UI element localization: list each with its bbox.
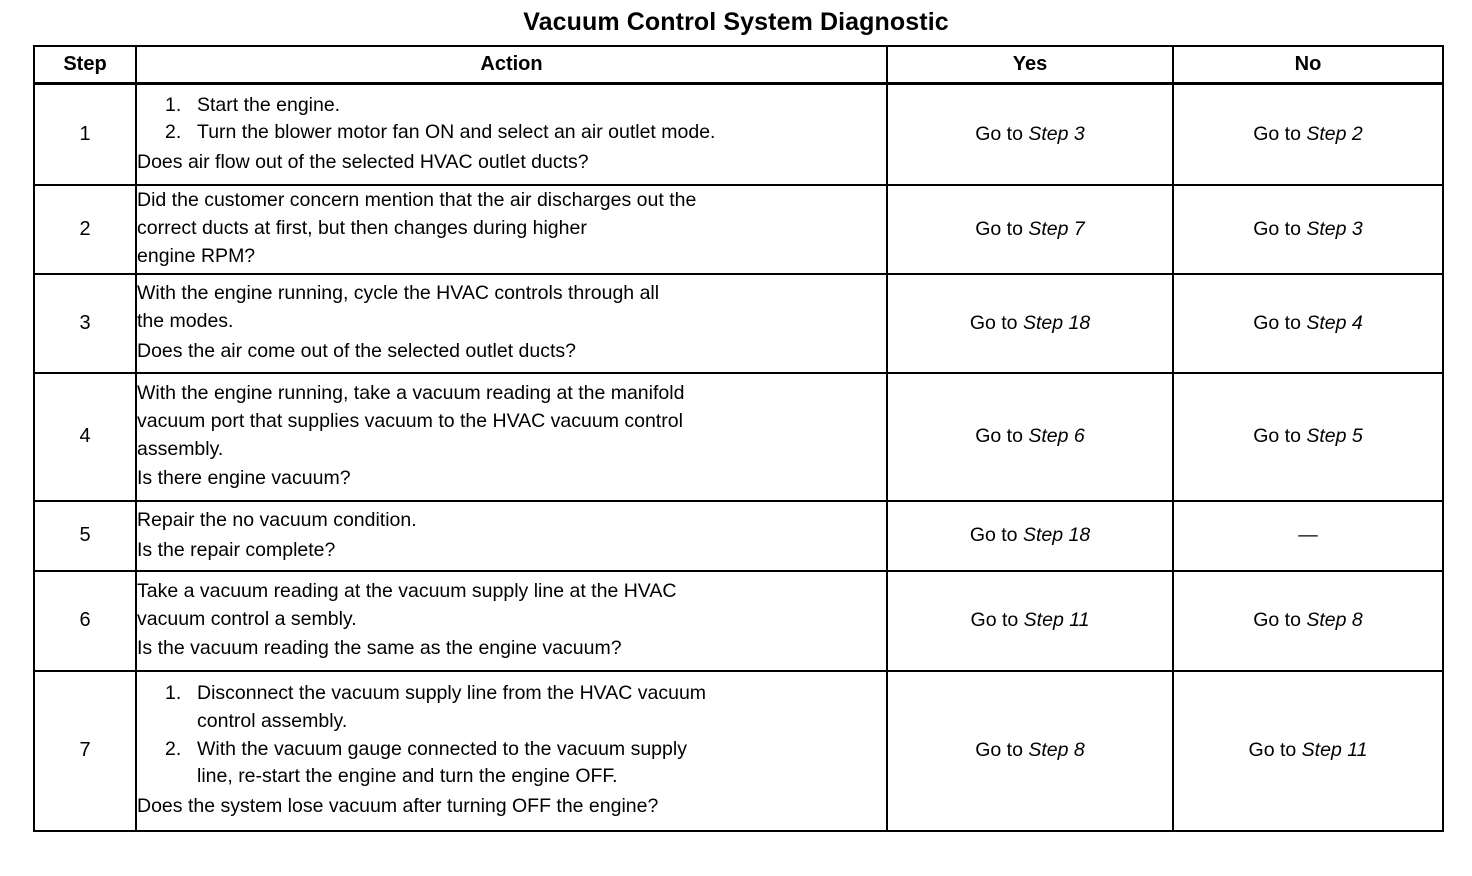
action-cell: 1. Disconnect the vacuum supply line from… [135,669,888,832]
goto-prefix: Go to [975,217,1029,240]
action-cell: Take a vacuum reading at the vacuum supp… [135,569,888,672]
goto-target: Step 7 [1028,217,1085,240]
answer-no: Go to Step 4 [1172,272,1444,374]
goto-target: Step 4 [1306,311,1363,334]
action-body-text: Repair the no vacuum condition. [137,508,417,531]
column-header-step: Step [33,45,137,85]
action-body-text: With the engine running, take a vacuum r… [137,382,685,460]
answer-no: Go to Step 5 [1172,371,1444,502]
goto-target: Step 8 [1028,739,1085,761]
goto-prefix: Go to [969,524,1023,546]
goto-prefix: Go to [1253,609,1307,631]
action-item-text: Start the engine. [197,93,341,116]
column-header-yes: Yes [886,45,1174,85]
page-title: Vacuum Control System Diagnostic [523,8,949,36]
action-item-text: Disconnect the vacuum supply line from t… [197,682,707,732]
answer-no: Go to Step 8 [1172,569,1444,672]
diagnostic-table: Step Action Yes No 1 1. Start the engine. 2… [33,45,1444,832]
action-body-text: With the engine running, cycle the HVAC … [137,282,660,333]
goto-prefix: Go to [1248,739,1302,761]
goto-target: Step 5 [1306,425,1363,447]
action-item-number: 1. [165,682,182,705]
action-question-text: Is there engine vacuum? [137,467,351,490]
action-item-number: 2. [165,737,182,760]
action-cell: With the engine running, cycle the HVAC … [135,272,888,374]
action-body-text: Take a vacuum reading at the vacuum supp… [137,579,677,630]
action-question-text: Is the repair complete? [137,538,336,561]
action-item-text: Turn the blower motor fan ON and select … [197,121,716,144]
goto-target: Step 11 [1023,609,1090,631]
goto-prefix: Go to [1253,311,1307,334]
goto-prefix: Go to [975,739,1029,761]
step-number: 6 [33,569,137,672]
table-header-row: Step Action Yes No [33,45,1444,85]
step-number: 3 [33,272,137,374]
goto-target: Step 6 [1028,425,1085,447]
action-cell: Did the customer concern mention that th… [135,183,888,275]
goto-prefix: Go to [1253,217,1307,240]
answer-yes: Go to Step 7 [886,183,1174,275]
goto-prefix: Go to [970,609,1024,631]
answer-yes: Go to Step 3 [886,82,1174,186]
goto-prefix: Go to [1253,122,1307,145]
goto-prefix: Go to [969,311,1023,334]
step-number: 5 [33,499,137,572]
answer-yes: Go to Step 8 [886,669,1174,832]
answer-yes: Go to Step 11 [886,569,1174,672]
step-number: 7 [33,669,137,832]
action-item-text: With the vacuum gauge connected to the v… [197,737,687,788]
action-numbered-item: 2. Turn the blower motor fan ON and selec… [137,119,886,147]
goto-target: Step 3 [1306,217,1363,240]
goto-target: Step 3 [1028,122,1085,145]
goto-target: Step 18 [1022,524,1091,546]
goto-target: Step 18 [1022,311,1091,334]
goto-target: Step 8 [1306,609,1363,631]
answer-yes: Go to Step 18 [886,272,1174,374]
action-question-text: Is the vacuum reading the same as the en… [137,637,622,660]
answer-no: Go to Step 2 [1172,82,1444,186]
answer-no: Go to Step 3 [1172,183,1444,275]
action-cell: 1. Start the engine. 2. Turn the blower mot… [135,82,888,186]
goto-prefix: Go to [975,425,1029,447]
goto-prefix: Go to [1253,425,1307,447]
column-header-action: Action [135,45,888,85]
step-number: 4 [33,371,137,502]
step-number: 1 [33,82,137,186]
action-question-text: Does air flow out of the selected HVAC o… [137,151,589,174]
answer-no-dash: — [1172,499,1444,572]
action-question-text: Does the system lose vacuum after turnin… [137,795,659,818]
action-item-number: 2. [165,121,182,144]
action-cell: With the engine running, take a vacuum r… [135,371,888,502]
goto-target: Step 11 [1301,739,1368,761]
table-row: 1 1. Start the engine. 2. Turn the blower mo… [33,82,1444,186]
answer-no: Go to Step 11 [1172,669,1444,832]
answer-yes: Go to Step 6 [886,371,1174,502]
column-header-no: No [1172,45,1444,85]
goto-target: Step 2 [1306,122,1363,145]
action-question-text: Does the air come out of the selected ou… [137,339,577,362]
table-row: 7 1. Disconnect the vacuum supply line fro… [33,669,1444,832]
table-body: 1 1. Start the engine. 2. Turn the blower mo… [33,82,1444,832]
answer-yes: Go to Step 18 [886,499,1174,572]
action-numbered-item: 1. Start the engine. [137,92,886,120]
action-numbered-item: 1. Disconnect the vacuum supply line from… [137,680,886,735]
step-number: 2 [33,183,137,275]
action-item-number: 1. [165,93,182,116]
action-numbered-item: 2. With the vacuum gauge connected to the… [137,736,886,791]
action-cell: Repair the no vacuum condition. Is the re… [135,499,888,572]
action-body-text: Did the customer concern mention that th… [137,189,697,267]
goto-prefix: Go to [975,122,1029,145]
